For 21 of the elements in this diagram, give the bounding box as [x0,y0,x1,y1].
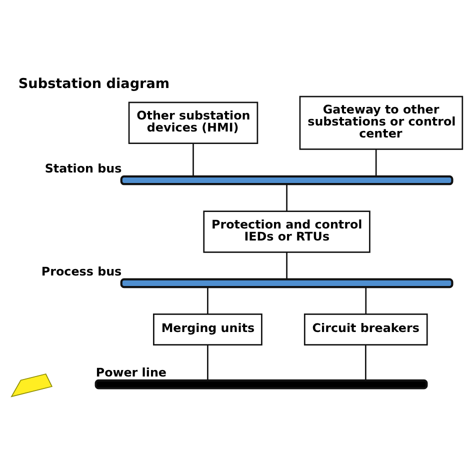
node-bar [120,174,454,185]
node-picture [10,373,53,397]
node-label: Station bus [44,160,122,175]
connector [207,344,208,380]
diagram-title: Substation diagram [18,75,170,92]
node-box: Other substation devices (HMI) [128,101,258,144]
connector [375,149,377,176]
connector [286,252,288,279]
connector [364,344,366,380]
node-bar [120,278,454,288]
node-label: Process bus [41,264,122,278]
node-box: Gateway to other substations or control center [299,95,464,150]
node-box: Circuit breakers [304,313,428,346]
connector [286,184,288,211]
node-bar [94,378,428,389]
connector [192,143,194,176]
node-box: Protection and control IEDs or RTUs [203,210,370,252]
connector [207,286,208,314]
connector [365,286,367,314]
node-label: Power line [96,364,166,379]
node-box: Merging units [153,313,262,346]
